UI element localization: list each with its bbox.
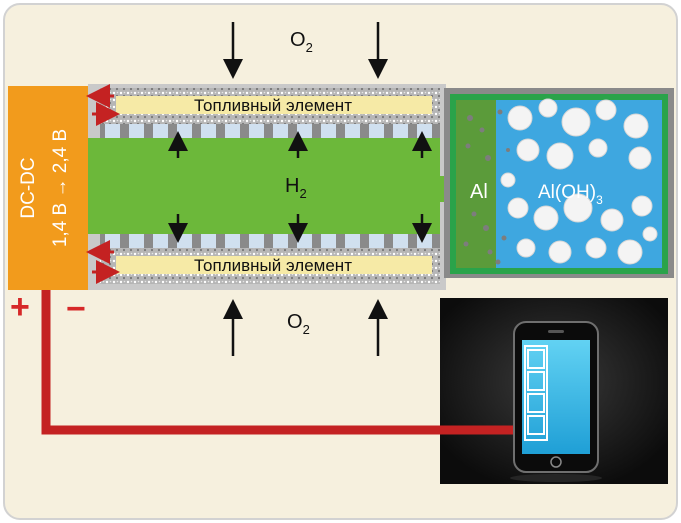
aluminum-granules	[463, 109, 510, 265]
smartphone-icon	[510, 321, 602, 482]
bottom-fuel-cell-strip	[116, 256, 432, 274]
converter-voltage: 1,4 В → 2,4 В	[50, 129, 71, 247]
aluminum-label: Al	[470, 181, 488, 203]
bottom-separator	[100, 234, 440, 248]
converter-title: DC-DC	[18, 157, 39, 218]
oxygen-bottom-arrows	[223, 299, 388, 356]
bottom-fuel-cell-label: Топливный элемент	[194, 256, 352, 275]
oxygen-top-label: O2	[290, 29, 313, 55]
hydrogen-down-arrows	[168, 214, 432, 243]
hydroxide-label: Al(OH)3	[538, 182, 603, 207]
minus-sign: −	[66, 290, 86, 328]
aluminum-block	[456, 100, 496, 268]
top-fuel-cell-strip	[116, 96, 432, 114]
oxygen-top-arrows	[223, 22, 388, 79]
hydrogen-label: H2	[285, 175, 307, 201]
top-fuel-cell-label: Топливный элемент	[194, 96, 352, 115]
power-wire	[41, 290, 522, 435]
oxygen-bottom-label: O2	[287, 311, 310, 337]
hydrogen-channel	[88, 138, 440, 234]
hydroxide-particles	[500, 98, 658, 265]
hydrogen-up-arrows	[168, 131, 432, 158]
top-separator	[100, 124, 440, 138]
plus-sign: +	[10, 288, 30, 326]
dc-dc-converter	[8, 86, 88, 290]
